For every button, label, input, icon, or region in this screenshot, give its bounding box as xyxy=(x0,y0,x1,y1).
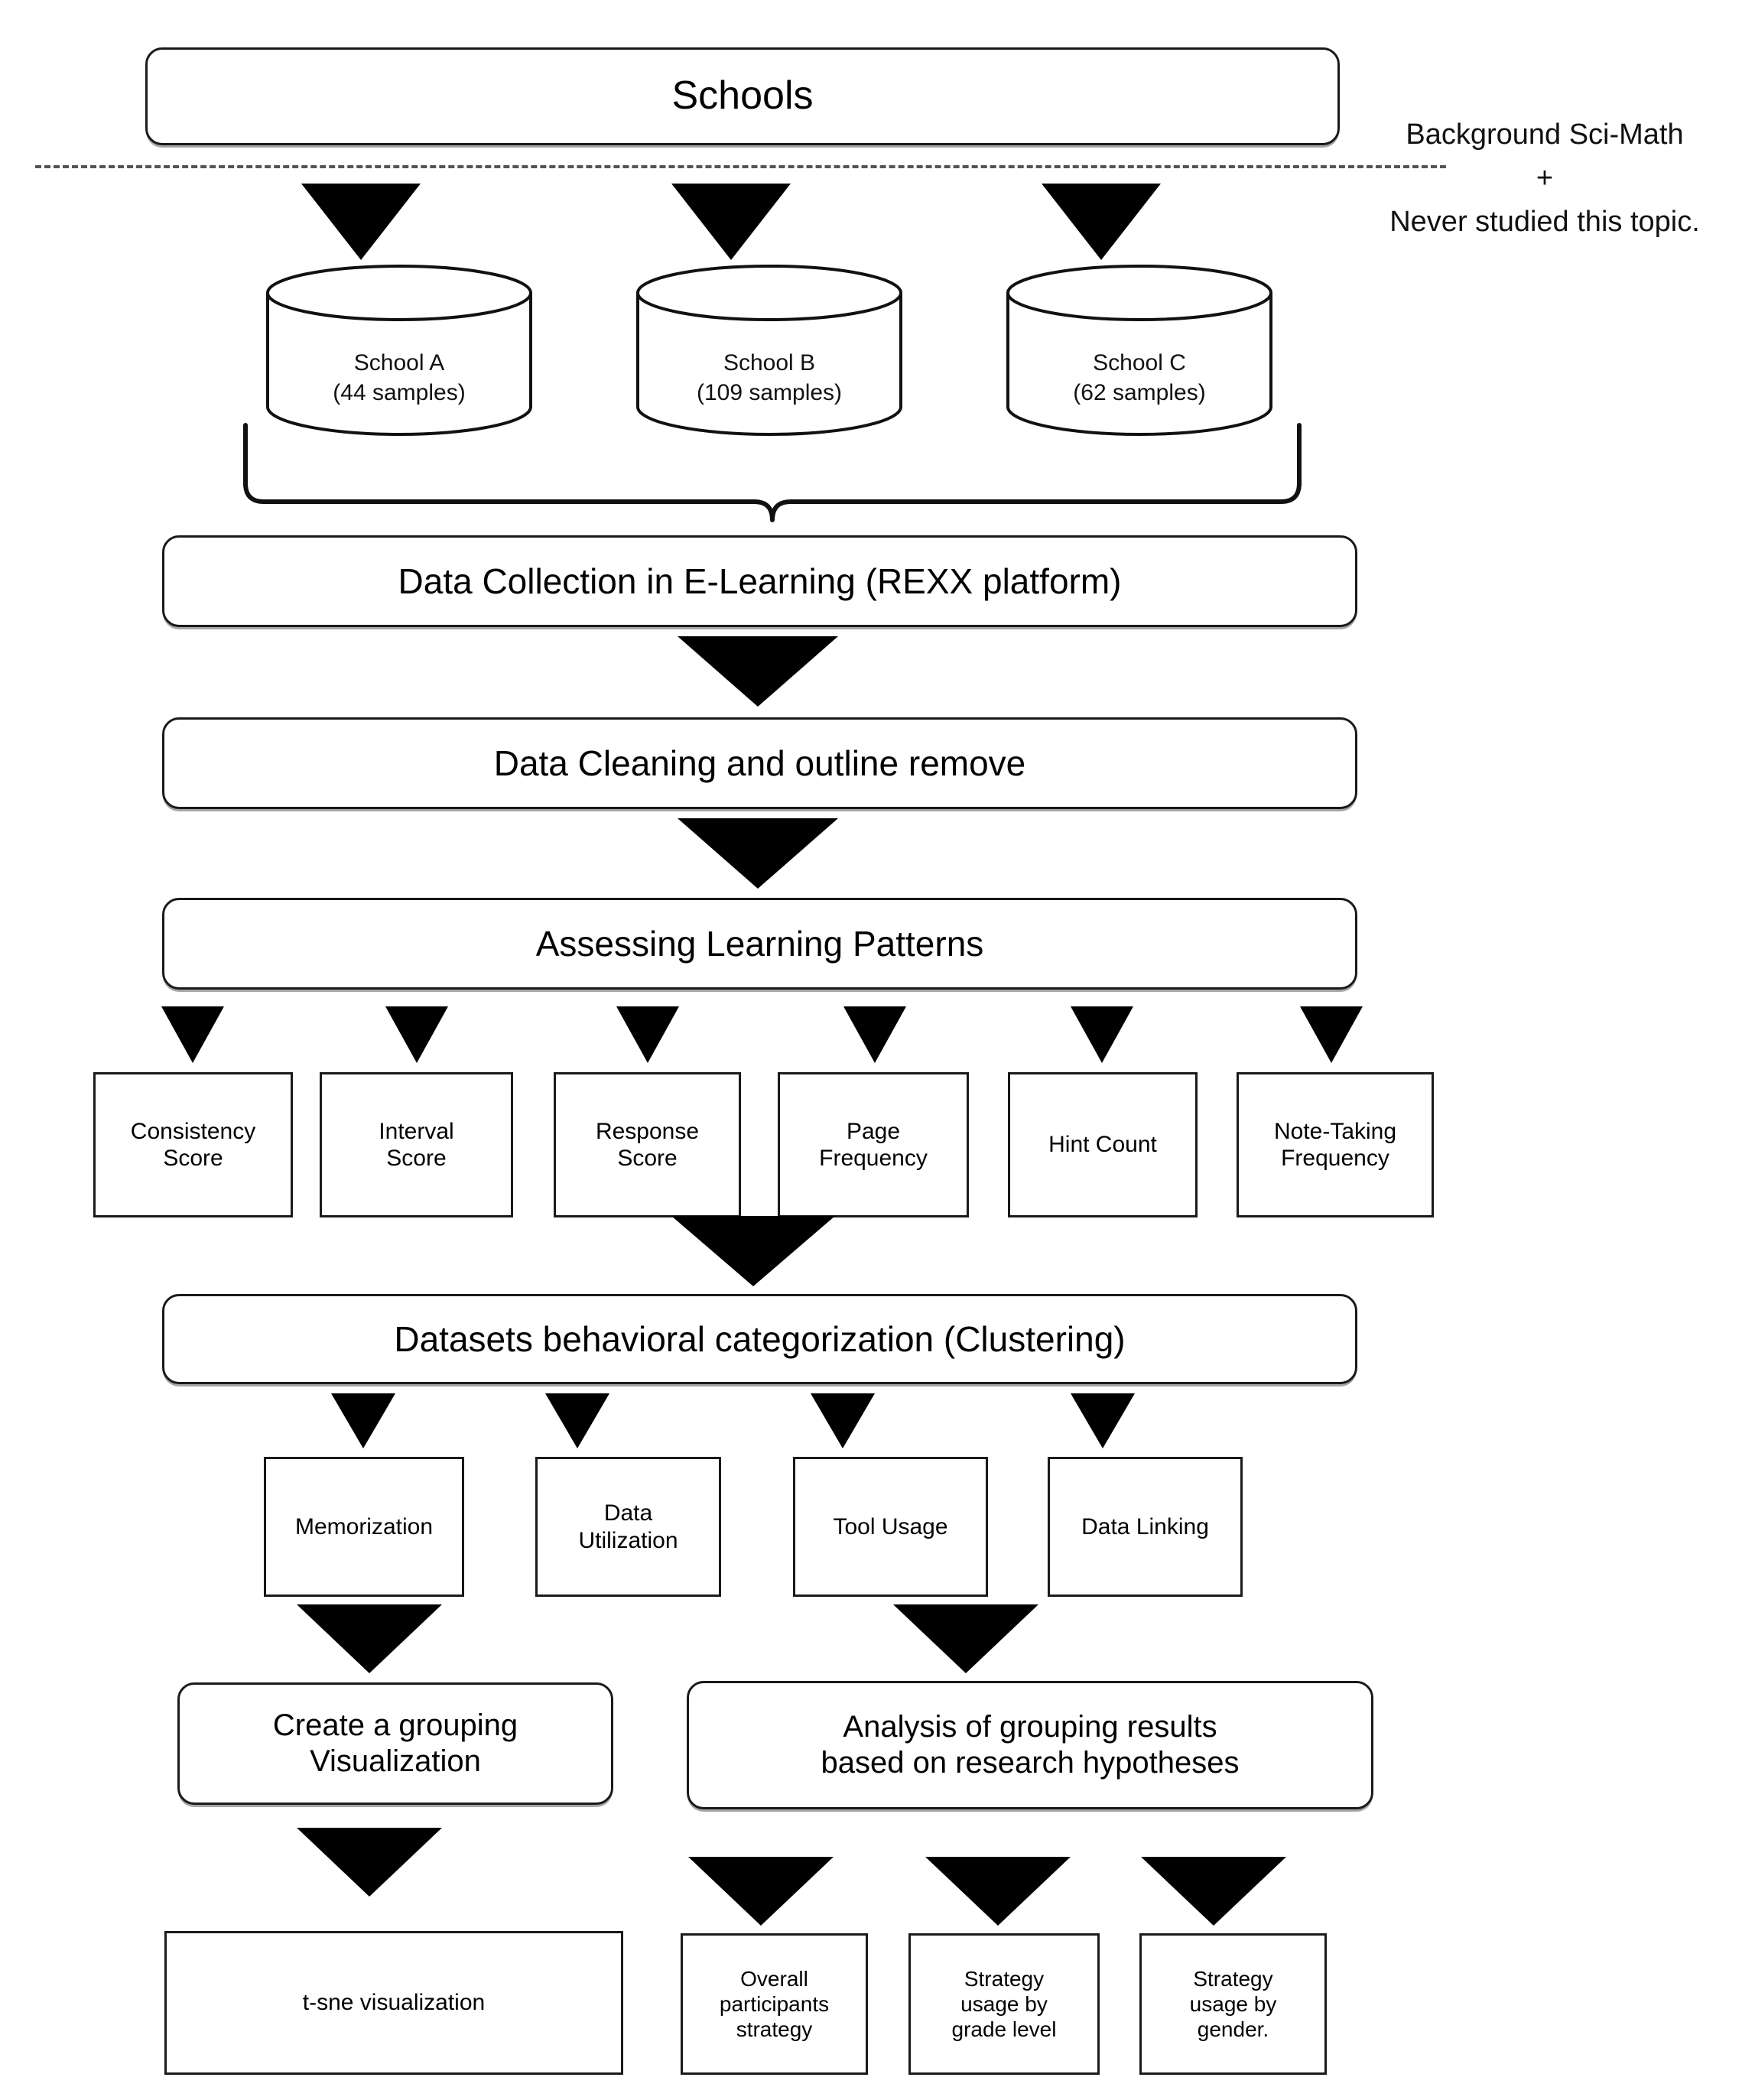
arrow-to-hint-count xyxy=(1071,1006,1133,1063)
arrow-cleaning-to-assessing xyxy=(678,818,838,889)
arrow-to-data-linking xyxy=(1071,1393,1135,1448)
metric-box-page-frequency[interactable]: Page Frequency xyxy=(778,1072,969,1217)
arrow-to-interval-score xyxy=(385,1006,448,1063)
pipeline-box-data-collection[interactable]: Data Collection in E-Learning (REXX plat… xyxy=(162,535,1357,627)
output-box-create-grouping-visualization[interactable]: Create a grouping Visualization xyxy=(177,1682,613,1805)
arrow-to-consistency-score xyxy=(161,1006,224,1063)
metric-box-response-score[interactable]: Response Score xyxy=(554,1072,741,1217)
arrow-to-tool-usage xyxy=(811,1393,875,1448)
arrow-clusters-to-visualization xyxy=(297,1604,442,1673)
metric-box-note-taking-frequency[interactable]: Note-Taking Frequency xyxy=(1237,1072,1434,1217)
output-box-analysis-of-grouping-results[interactable]: Analysis of grouping results based on re… xyxy=(687,1681,1373,1809)
cluster-box-memorization[interactable]: Memorization xyxy=(264,1457,464,1597)
schools-box[interactable]: Schools xyxy=(145,47,1340,145)
pipeline-box-data-cleaning[interactable]: Data Cleaning and outline remove xyxy=(162,717,1357,809)
cohort-annotation: Background Sci-Math + Never studied this… xyxy=(1389,119,1700,238)
arrow-clusters-to-analysis xyxy=(893,1604,1038,1673)
cluster-box-data-utilization[interactable]: Data Utilization xyxy=(535,1457,721,1597)
arrow-to-page-frequency xyxy=(843,1006,906,1063)
arrow-schools-to-school-a xyxy=(301,184,421,260)
arrow-to-memorization xyxy=(331,1393,395,1448)
pipeline-box-clustering[interactable]: Datasets behavioral categorization (Clus… xyxy=(162,1294,1357,1384)
arrow-to-response-score xyxy=(616,1006,679,1063)
arrow-to-data-utilization xyxy=(545,1393,609,1448)
result-box-strategy-usage-by-grade-level[interactable]: Strategy usage by grade level xyxy=(908,1933,1100,2075)
cluster-box-data-linking[interactable]: Data Linking xyxy=(1048,1457,1243,1597)
result-box-strategy-usage-by-gender[interactable]: Strategy usage by gender. xyxy=(1139,1933,1327,2075)
merge-brace xyxy=(241,422,1304,529)
arrow-analysis-to-overall-strategy xyxy=(688,1857,834,1926)
metric-box-consistency-score[interactable]: Consistency Score xyxy=(93,1072,293,1217)
result-box-tsne-visualization[interactable]: t-sne visualization xyxy=(164,1931,623,2075)
cluster-box-tool-usage[interactable]: Tool Usage xyxy=(793,1457,988,1597)
arrow-analysis-to-grade-level xyxy=(925,1857,1071,1926)
arrow-visualization-to-tsne xyxy=(297,1828,442,1897)
cohort-separator-line xyxy=(35,165,1446,168)
arrow-collection-to-cleaning xyxy=(678,636,838,707)
database-school-b-label: School B (109 samples) xyxy=(696,350,843,405)
result-box-overall-participants-strategy[interactable]: Overall participants strategy xyxy=(681,1933,868,2075)
database-school-a-label: School A (44 samples) xyxy=(333,350,466,405)
metric-box-interval-score[interactable]: Interval Score xyxy=(320,1072,513,1217)
pipeline-box-assessing-learning-patterns[interactable]: Assessing Learning Patterns xyxy=(162,898,1357,990)
database-school-a[interactable]: School A (44 samples) xyxy=(265,264,533,436)
arrow-schools-to-school-b xyxy=(671,184,791,260)
arrow-to-note-taking-frequency xyxy=(1300,1006,1363,1063)
database-school-c[interactable]: School C (62 samples) xyxy=(1006,264,1273,436)
arrow-analysis-to-gender xyxy=(1141,1857,1286,1926)
database-school-b[interactable]: School B (109 samples) xyxy=(635,264,903,436)
arrow-schools-to-school-c xyxy=(1042,184,1161,260)
database-school-c-label: School C (62 samples) xyxy=(1073,350,1206,405)
metric-box-hint-count[interactable]: Hint Count xyxy=(1008,1072,1198,1217)
arrow-metrics-to-clustering xyxy=(671,1216,835,1286)
